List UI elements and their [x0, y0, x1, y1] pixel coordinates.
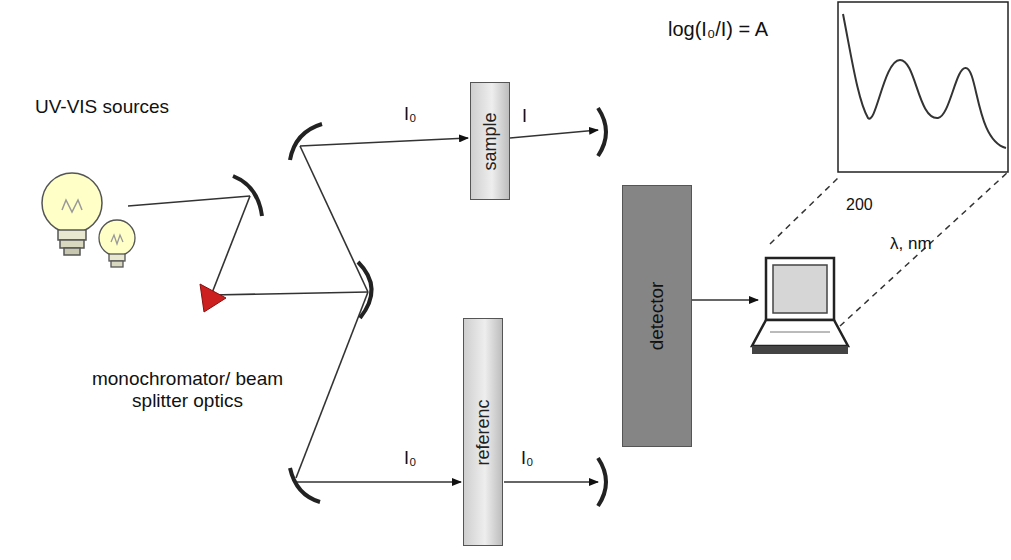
prism [200, 284, 226, 312]
optics-label: monochromator/ beam splitter optics [80, 368, 295, 412]
spectrum-plot [838, 2, 1008, 172]
mirror [233, 108, 606, 506]
intensity-label: I₀ [404, 448, 416, 469]
cell-label: detector [646, 282, 668, 351]
sample-cell: sample [470, 82, 510, 200]
axis-tick: 200 [846, 196, 873, 214]
axis-label: λ, nm [890, 234, 932, 254]
laptop [752, 258, 848, 354]
cell-label: sample [480, 112, 501, 170]
reference-cell: referenc [463, 318, 503, 546]
cell-label: referenc [473, 399, 494, 465]
intensity-label: I₀ [404, 104, 416, 125]
absorbance-formula: log(I₀/I) = A [668, 18, 768, 41]
intensity-label: I [522, 106, 527, 127]
source-label: UV-VIS sources [35, 96, 169, 118]
detector-box: detector [622, 185, 692, 447]
lamp-bulb [99, 220, 135, 267]
light-beam [128, 130, 758, 482]
intensity-label: I₀ [521, 448, 533, 469]
lamp-bulb [42, 173, 102, 255]
leader-line [770, 172, 1008, 326]
